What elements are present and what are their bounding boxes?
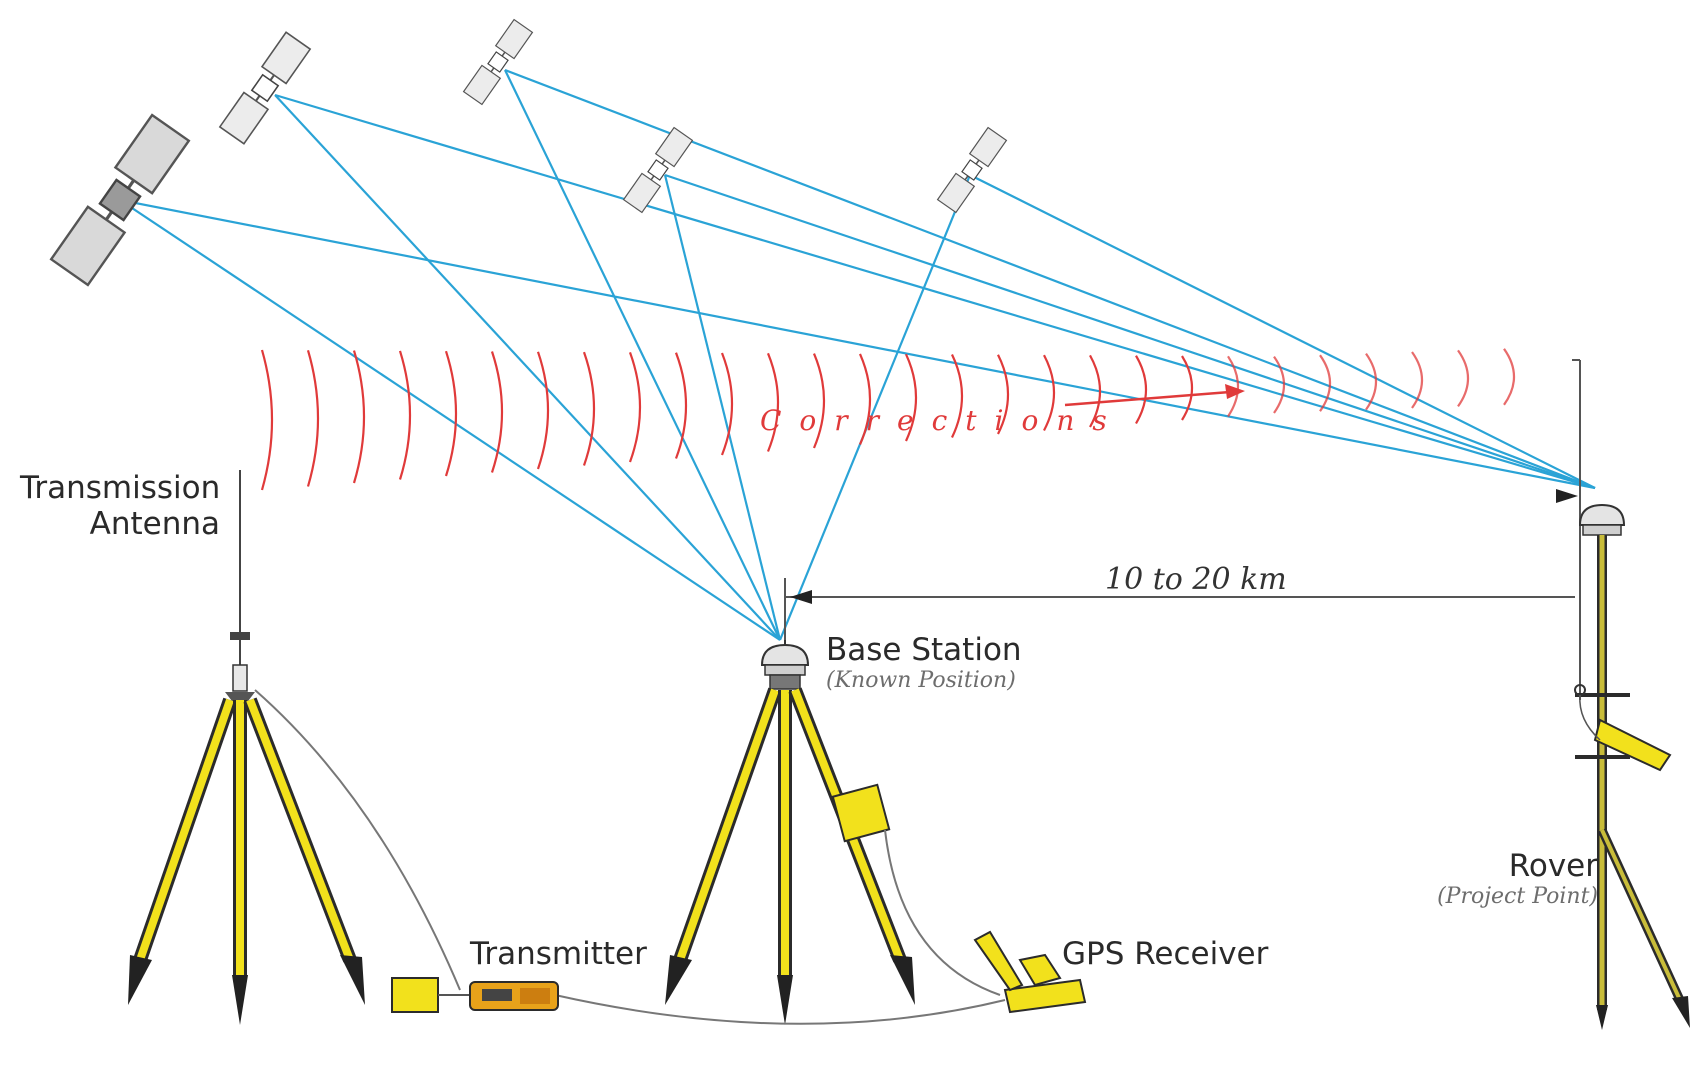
radio-wave-arc xyxy=(628,352,642,463)
radio-wave-arc xyxy=(260,349,274,491)
battery-pack-icon xyxy=(831,783,891,843)
distance-arrowhead xyxy=(790,590,812,604)
transmission-antenna-label-line2: Antenna xyxy=(89,506,220,542)
radio-wave-arc xyxy=(997,354,1010,435)
corrections-label: Corrections xyxy=(760,404,1125,437)
signal-line xyxy=(969,174,1596,489)
radio-wave-arc xyxy=(766,352,780,452)
radio-waves xyxy=(260,348,1515,491)
radio-wave-arc xyxy=(306,349,320,487)
rover-label-group: Rover (Project Point) xyxy=(1398,848,1598,910)
radio-wave-arc xyxy=(1365,352,1377,411)
transmission-antenna-label-line1: Transmission xyxy=(20,470,221,506)
radio-wave-arc xyxy=(1089,354,1101,428)
base-station-label-group: Base Station (Known Position) xyxy=(826,632,1022,694)
transmitter-icon xyxy=(391,977,559,1013)
signal-line xyxy=(119,198,1596,490)
signal-line xyxy=(663,174,782,641)
tripod-icon xyxy=(665,687,915,1025)
satellite-icon xyxy=(462,18,534,106)
base-station-label: Base Station xyxy=(826,632,1022,668)
rover-pointer-arrowhead xyxy=(1556,489,1578,503)
distance-label: 10 to 20 km xyxy=(1105,562,1287,597)
controller-icon xyxy=(1593,718,1672,772)
radio-wave-arc xyxy=(1135,355,1147,425)
signal-line xyxy=(274,94,781,641)
radio-wave-arc xyxy=(398,350,412,480)
cables xyxy=(254,689,1006,1025)
rover-label: Rover xyxy=(1508,848,1598,884)
radio-wave-arc xyxy=(1181,355,1193,421)
signal-line xyxy=(778,174,972,641)
satellite-icon xyxy=(936,126,1008,214)
radio-wave-arc xyxy=(951,354,964,438)
signal-line xyxy=(119,199,781,641)
rover-pole-icon xyxy=(1574,503,1690,1030)
radio-wave-arc xyxy=(1411,351,1423,409)
transmission-antenna-label: Transmission Antenna xyxy=(20,470,220,542)
gps-receiver-label: GPS Receiver xyxy=(1062,936,1269,972)
radio-wave-arc xyxy=(582,351,596,466)
radio-wave-arc xyxy=(720,352,734,456)
transmission-antenna-tripod xyxy=(128,470,365,1025)
radio-wave-arc xyxy=(1273,355,1285,414)
distance-dimension xyxy=(784,359,1581,700)
radio-wave-arc xyxy=(905,353,918,442)
corrections-arrow xyxy=(1064,384,1245,407)
rover-sublabel: (Project Point) xyxy=(1437,884,1598,909)
radio-wave-arc xyxy=(1457,349,1469,408)
radio-wave-arc xyxy=(1319,354,1331,412)
signal-line xyxy=(504,69,781,641)
base-station-sublabel: (Known Position) xyxy=(826,668,1016,693)
radio-wave-arc xyxy=(1227,355,1239,418)
radio-wave-arc xyxy=(812,353,826,449)
radio-wave-arc xyxy=(490,351,504,473)
radio-wave-arc xyxy=(1503,348,1515,406)
radio-wave-arc xyxy=(352,350,366,484)
satellite-icon xyxy=(49,113,191,287)
radio-wave-arc xyxy=(674,352,688,459)
base-station-tripod xyxy=(665,640,915,1025)
radio-wave-arc xyxy=(858,353,872,445)
radio-wave-arc xyxy=(444,350,458,477)
gps-antenna-icon xyxy=(760,643,810,666)
radio-wave-arc xyxy=(1043,354,1056,432)
tripod-icon xyxy=(128,692,365,1025)
radio-wave-arc xyxy=(536,351,550,470)
gps-receiver-icon xyxy=(973,930,1087,1014)
signal-lines-to-base xyxy=(119,69,972,641)
signal-line xyxy=(664,173,1596,490)
satellite-icon xyxy=(218,31,312,145)
signal-line xyxy=(274,93,1596,490)
satellite-icon xyxy=(622,126,694,214)
transmitter-label: Transmitter xyxy=(470,936,647,972)
signal-lines-to-rover xyxy=(119,68,1596,490)
